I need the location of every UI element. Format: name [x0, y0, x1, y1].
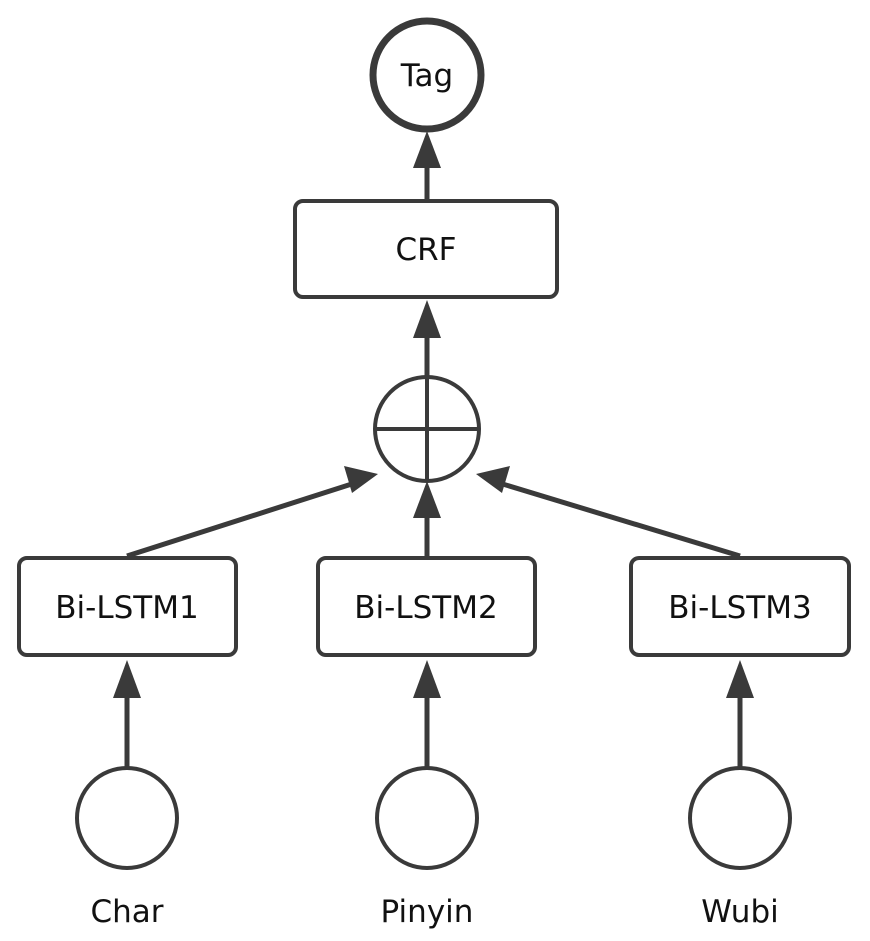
bilstm2-box — [316, 556, 537, 657]
tag-label: Tag — [400, 58, 453, 94]
arrowhead-tag — [413, 131, 441, 168]
lstm-edges — [126, 479, 741, 559]
crf-node: CRF — [293, 199, 559, 299]
pinyin-input-node: Pinyin — [375, 766, 479, 930]
bilstm1-node: Bi-LSTM1 — [17, 556, 238, 657]
char-circle — [75, 766, 179, 870]
arrowhead-bilstm3 — [726, 660, 754, 698]
edge-bilstm3-to-concat — [495, 479, 741, 559]
bilstm3-box — [629, 556, 851, 657]
concat-node — [373, 375, 481, 483]
crf-box — [293, 199, 559, 299]
bilstm1-label: Bi-LSTM1 — [55, 590, 198, 626]
arrowhead-crf — [413, 300, 441, 338]
arrowhead-bilstm1 — [113, 660, 141, 698]
bilstm3-node: Bi-LSTM3 — [629, 556, 851, 657]
bilstm2-label: Bi-LSTM2 — [354, 590, 497, 626]
bilstm3-label: Bi-LSTM3 — [668, 590, 811, 626]
tag-node: Tag — [369, 17, 485, 133]
wubi-circle — [688, 766, 792, 870]
char-input-node: Char — [75, 766, 179, 930]
char-label: Char — [90, 894, 163, 930]
pinyin-label: Pinyin — [381, 894, 474, 930]
tag-circle — [369, 17, 485, 133]
arrowhead-concat-left — [344, 466, 378, 493]
arrowhead-bilstm2 — [413, 660, 441, 698]
wubi-input-node: Wubi — [688, 766, 792, 930]
arrowhead-concat-right — [476, 466, 510, 493]
crf-label: CRF — [395, 232, 456, 268]
edge-bilstm1-to-concat — [126, 479, 359, 559]
input-edges — [124, 690, 743, 768]
pinyin-circle — [375, 766, 479, 870]
wubi-label: Wubi — [701, 894, 779, 930]
bilstm2-node: Bi-LSTM2 — [316, 556, 537, 657]
lstm-arrowheads — [344, 466, 510, 518]
arrowhead-concat-middle — [413, 481, 441, 518]
bilstm1-box — [17, 556, 238, 657]
input-arrowheads — [113, 660, 754, 698]
